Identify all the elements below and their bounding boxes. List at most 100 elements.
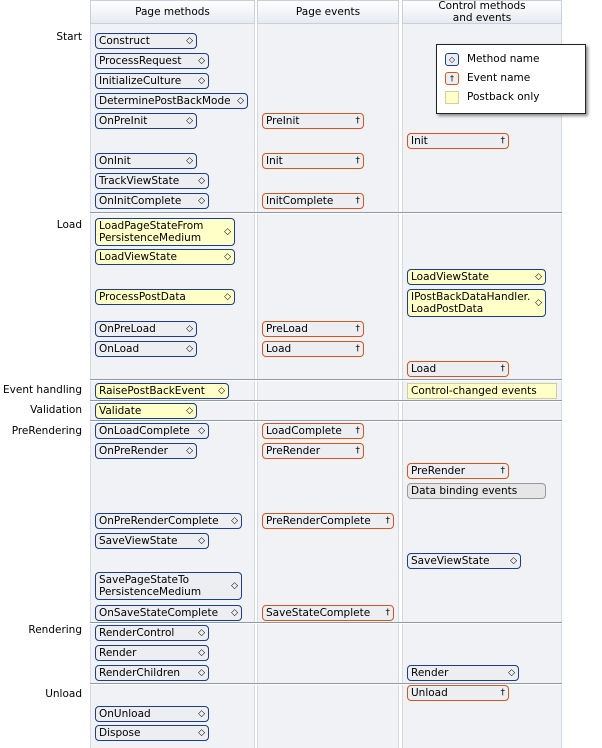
method-on-init-complete: OnInitComplete◇ [95, 193, 209, 209]
header-control: Control methods and events [402, 0, 562, 24]
stage-label-start: Start [56, 31, 82, 43]
stage-separator [90, 400, 562, 402]
event-load-complete: LoadComplete† [262, 423, 364, 439]
method-on-pre-render: OnPreRender◇ [95, 443, 197, 459]
method-load-page-state: LoadPageStateFrom PersistenceMedium◇ [95, 218, 235, 246]
method-icon: ◇ [198, 176, 205, 186]
method-load-view-state: LoadViewState◇ [95, 249, 235, 265]
stage-label-event-handling: Event handling [3, 384, 82, 396]
event-icon: † [500, 466, 506, 476]
method-icon: ◇ [535, 298, 542, 308]
method-icon: ◇ [237, 96, 244, 106]
method-icon: ◇ [198, 426, 205, 436]
event-icon: † [355, 116, 361, 126]
method-icon: ◇ [198, 628, 205, 638]
header-page-events: Page events [257, 0, 399, 24]
stage-label-validation: Validation [30, 404, 82, 416]
stage-label-load: Load [56, 219, 82, 231]
method-on-pre-load: OnPreLoad◇ [95, 321, 197, 337]
method-icon: ◇ [198, 668, 205, 678]
event-icon: † [355, 324, 361, 334]
event-icon: † [355, 446, 361, 456]
event-pre-init: PreInit† [262, 113, 364, 129]
method-save-page-state: SavePageStateTo PersistenceMedium◇ [95, 572, 242, 600]
legend-event: † Event name [445, 70, 530, 86]
event-init: Init† [262, 153, 364, 169]
event-icon: † [500, 136, 506, 146]
control-render: Render◇ [407, 665, 519, 681]
control-load-post-data: IPostBackDataHandler. LoadPostData◇ [407, 289, 546, 317]
event-pre-render: PreRender† [262, 443, 364, 459]
method-icon: ◇ [218, 386, 225, 396]
method-initialize-culture: InitializeCulture◇ [95, 73, 209, 89]
stage-label-unload: Unload [45, 688, 82, 700]
method-on-pre-init: OnPreInit◇ [95, 113, 197, 129]
legend: ◇ Method name † Event name Postback only [436, 44, 586, 114]
postback-swatch [445, 90, 459, 104]
method-icon: ◇ [186, 36, 193, 46]
method-on-save-state-complete: OnSaveStateComplete◇ [95, 605, 242, 621]
event-pre-render-complete: PreRenderComplete† [262, 513, 394, 529]
method-icon: ◇ [186, 156, 193, 166]
method-icon: ◇ [224, 252, 231, 262]
method-icon: ◇ [198, 728, 205, 738]
stage-separator [90, 379, 562, 381]
method-process-post-data: ProcessPostData◇ [95, 289, 235, 305]
method-icon: ◇ [186, 116, 193, 126]
legend-postback: Postback only [445, 89, 539, 105]
method-save-view-state: SaveViewState◇ [95, 533, 209, 549]
control-pre-render: PreRender† [407, 463, 509, 479]
control-load: Load† [407, 361, 509, 377]
method-dispose: Dispose◇ [95, 725, 209, 741]
method-icon: ◇ [508, 668, 515, 678]
event-icon: † [355, 196, 361, 206]
method-icon: ◇ [231, 516, 238, 526]
control-save-view-state: SaveViewState◇ [407, 553, 521, 569]
stage-label-prerendering: PreRendering [11, 425, 82, 437]
method-render-control: RenderControl◇ [95, 625, 209, 641]
event-save-state-complete: SaveStateComplete† [262, 605, 394, 621]
event-init-complete: InitComplete† [262, 193, 364, 209]
method-process-request: ProcessRequest◇ [95, 53, 209, 69]
method-track-view-state: TrackViewState◇ [95, 173, 209, 189]
method-icon: ◇ [231, 608, 238, 618]
method-icon: ◇ [186, 406, 193, 416]
control-unload: Unload† [407, 685, 509, 701]
header-page-methods: Page methods [90, 0, 255, 24]
control-changed-events: Control-changed events [407, 383, 557, 399]
event-load: Load† [262, 341, 364, 357]
method-on-init: OnInit◇ [95, 153, 197, 169]
stage-separator [90, 683, 562, 685]
event-icon: † [500, 364, 506, 374]
method-icon: ◇ [186, 446, 193, 456]
method-icon: ◇ [198, 709, 205, 719]
event-icon: † [445, 71, 459, 85]
method-icon: ◇ [535, 272, 542, 282]
method-on-load: OnLoad◇ [95, 341, 197, 357]
method-icon: ◇ [510, 556, 517, 566]
method-render: Render◇ [95, 645, 209, 661]
method-icon: ◇ [198, 56, 205, 66]
event-icon: † [355, 426, 361, 436]
event-icon: † [355, 156, 361, 166]
control-load-view-state: LoadViewState◇ [407, 269, 546, 285]
method-on-load-complete: OnLoadComplete◇ [95, 423, 209, 439]
method-icon: ◇ [186, 344, 193, 354]
stage-separator [90, 420, 562, 422]
method-icon: ◇ [445, 52, 459, 66]
control-data-binding-events: Data binding events [407, 483, 546, 499]
event-pre-load: PreLoad† [262, 321, 364, 337]
method-icon: ◇ [198, 76, 205, 86]
control-init: Init† [407, 133, 509, 149]
method-render-children: RenderChildren◇ [95, 665, 209, 681]
method-icon: ◇ [198, 648, 205, 658]
legend-method: ◇ Method name [445, 51, 540, 67]
method-determine-postback-mode: DeterminePostBackMode◇ [95, 93, 248, 109]
event-icon: † [385, 608, 391, 618]
method-raise-postback-event: RaisePostBackEvent◇ [95, 383, 229, 399]
method-validate: Validate◇ [95, 403, 197, 419]
event-icon: † [500, 688, 506, 698]
event-icon: † [355, 344, 361, 354]
method-icon: ◇ [231, 581, 238, 591]
stage-separator [90, 212, 562, 214]
